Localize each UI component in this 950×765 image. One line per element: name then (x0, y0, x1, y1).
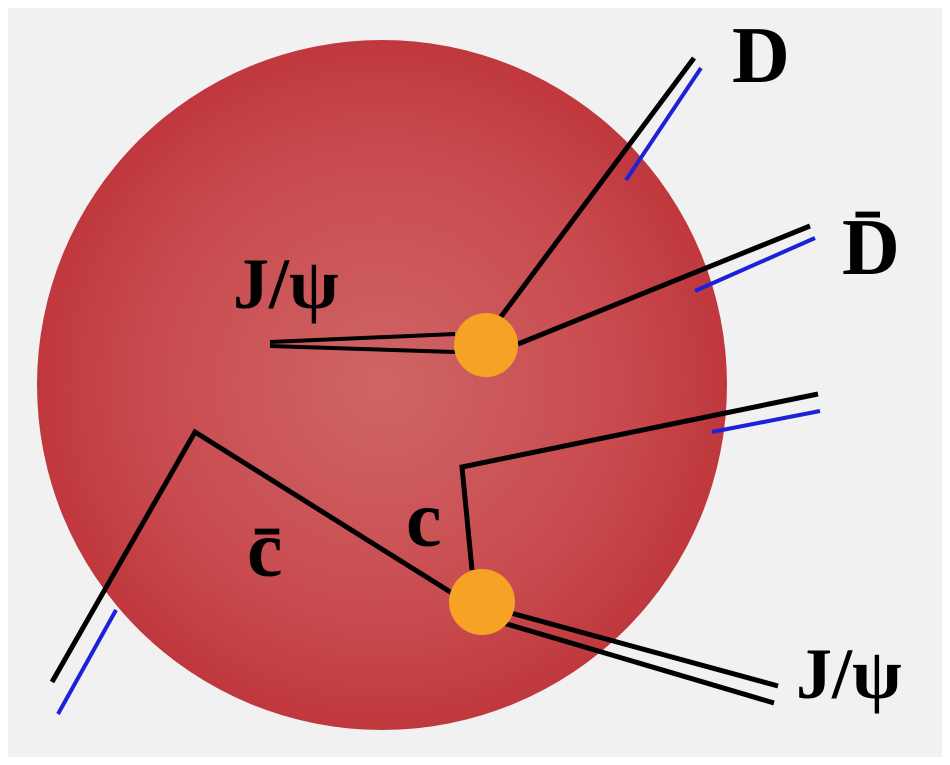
c-quark-line (459, 391, 821, 571)
d-meson-line (497, 56, 703, 320)
cbar-quark-label: c̄ (247, 506, 283, 594)
jpsi-outgoing-line (499, 607, 779, 706)
upper-vertex (454, 313, 518, 377)
nucleus (37, 40, 727, 730)
c-quark-label: c (406, 476, 442, 564)
jpsi-incoming-label: J/ψ (233, 244, 339, 324)
lower-vertex (449, 569, 515, 635)
jpsi-outgoing-label: J/ψ (796, 634, 902, 714)
dbar-meson-line (517, 223, 816, 347)
dbar-meson-label: D̄ (842, 204, 900, 292)
d-meson-label: D (732, 12, 790, 100)
jpsi-incoming-line (269, 332, 456, 354)
cbar-quark-line (49, 428, 462, 715)
